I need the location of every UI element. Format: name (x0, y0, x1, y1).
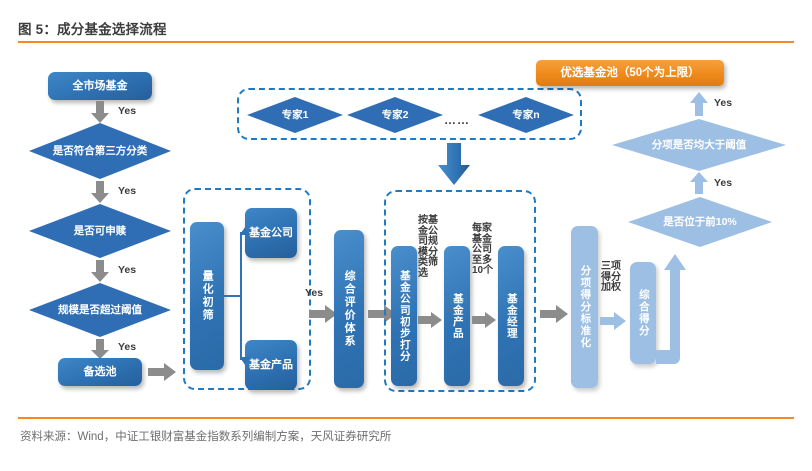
yes-label-4: Yes (118, 341, 137, 353)
yes-label-quant: Yes (305, 287, 324, 299)
note-company-scale-screening: 按基金公司规模分类筛选 (418, 215, 438, 279)
arrow-right-company-to-product (418, 312, 442, 328)
connector-stem (224, 295, 242, 297)
total-score-box: 综合得分 (630, 262, 656, 364)
arrow-up-rank-to-threshold (690, 172, 708, 194)
arrow-down-start-to-decision1 (91, 101, 109, 123)
decision-third-party-classification: 是否符合第三方分类 (28, 122, 172, 180)
decision-label: 分项是否均大于阈值 (651, 138, 747, 151)
branch-fund-product: 基金产品 (245, 340, 297, 390)
decision-label: 规模是否超过阈值 (58, 303, 142, 316)
note-three-score-weighting: 三项得分加权 (601, 261, 621, 293)
decision-label: 是否符合第三方分类 (52, 144, 148, 157)
candidate-pool-box: 备选池 (58, 358, 142, 386)
scoring-step-company: 基金公司初步打分 (391, 246, 417, 386)
scoring-step-label: 基金产品 (451, 293, 464, 339)
connector-bottom-tick (242, 359, 248, 361)
arrow-right-pool-to-quant (148, 363, 176, 381)
yes-label-rank: Yes (714, 177, 733, 189)
connector-spine (240, 232, 242, 360)
expert-label: 专家1 (281, 108, 309, 121)
evaluation-system-box: 综合评价体系 (334, 230, 364, 388)
arrow-down-experts-to-scoring (438, 143, 470, 185)
decision-all-sub-scores-above-threshold: 分项是否均大于阈值 (611, 118, 787, 172)
decision-top-ten-percent: 是否位于前10% (627, 196, 773, 248)
standardize-score-box: 分项得分标准化 (571, 226, 598, 388)
arrow-elbow-total-to-rank-decision (656, 254, 686, 364)
quant-screening-label: 量化初筛 (201, 270, 214, 322)
decision-label: 是否位于前10% (663, 215, 737, 228)
source-divider (18, 417, 794, 419)
expert-label: 专家2 (381, 108, 409, 121)
yes-label-threshold: Yes (714, 97, 733, 109)
quant-screening-box: 量化初筛 (190, 222, 224, 370)
quant-screening-group (183, 188, 311, 390)
title-divider (18, 41, 794, 43)
connector-top-tick (242, 231, 248, 233)
expert-ellipsis: …… (444, 113, 470, 127)
standardize-score-label: 分项得分标准化 (579, 265, 592, 349)
expert-panel-group (237, 88, 582, 140)
arrow-right-standardize-to-total (600, 312, 626, 330)
yes-label-1: Yes (118, 105, 137, 117)
expert-n: 专家n (477, 96, 575, 134)
evaluation-system-label: 综合评价体系 (343, 270, 356, 348)
arrow-down-decision3-to-pool (91, 339, 109, 359)
total-score-label: 综合得分 (637, 289, 650, 337)
arrow-down-decision1-to-decision2 (91, 181, 109, 203)
arrow-right-scoring-to-standardize (540, 305, 568, 323)
arrow-right-evaluation-to-scoring (368, 305, 396, 323)
scoring-step-label: 基金经理 (505, 293, 518, 339)
arrow-down-decision2-to-decision3 (91, 260, 109, 282)
arrow-up-threshold-to-result (690, 92, 708, 116)
arrow-right-quant-to-evaluation (309, 305, 337, 323)
page-title: 图 5：成分基金选择流程 (18, 22, 167, 37)
branch-fund-company: 基金公司 (245, 208, 297, 258)
expert-1: 专家1 (246, 96, 344, 134)
note-max-ten-per-company: 每家基金公司至多10个 (472, 223, 494, 276)
start-box-all-market-funds: 全市场基金 (48, 72, 152, 100)
scoring-step-manager: 基金经理 (498, 246, 524, 386)
yes-label-2: Yes (118, 185, 137, 197)
arrow-right-product-to-manager (472, 312, 496, 328)
decision-scale-threshold: 规模是否超过阈值 (28, 282, 172, 338)
source-note: 资料来源：Wind，中证工银财富基金指数系列编制方案，天风证券研究所 (20, 431, 392, 443)
scoring-group (384, 190, 536, 392)
decision-label: 是否可申赎 (73, 224, 127, 237)
scoring-step-product: 基金产品 (444, 246, 470, 386)
decision-subscription-redemption: 是否可申赎 (28, 203, 172, 259)
scoring-step-label: 基金公司初步打分 (398, 270, 411, 362)
expert-2: 专家2 (346, 96, 444, 134)
expert-label: 专家n (512, 108, 540, 121)
result-banner-selected-fund-pool: 优选基金池（50个为上限） (536, 60, 724, 86)
yes-label-3: Yes (118, 264, 137, 276)
